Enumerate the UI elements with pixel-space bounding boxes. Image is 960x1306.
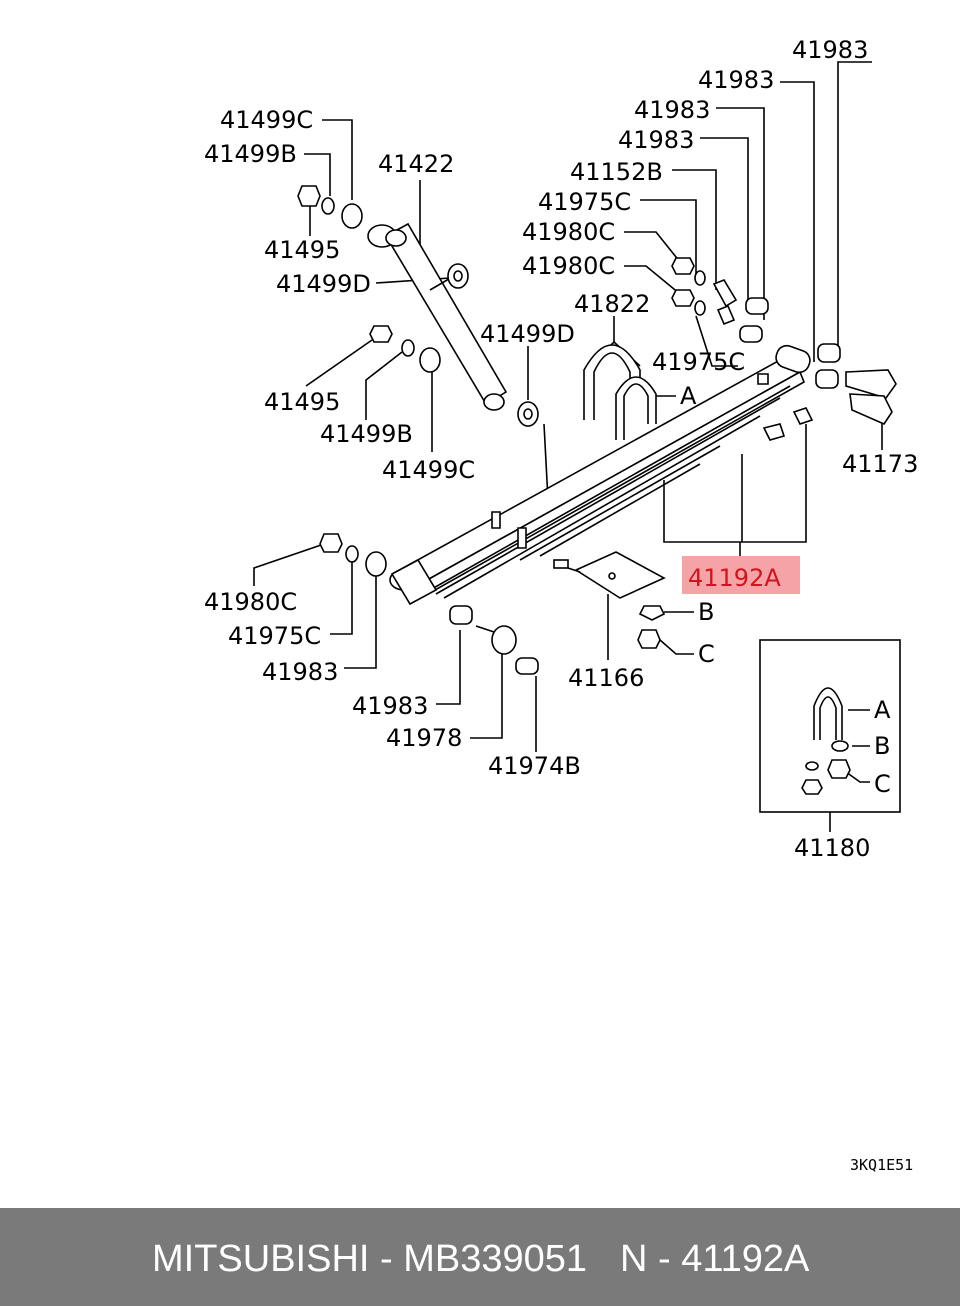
label-41499B[interactable]: 41499B [204,140,297,168]
label-B[interactable]: B [874,732,890,760]
label-41983[interactable]: 41983 [618,126,694,154]
footer-bar: MITSUBISHI - MB339051 N - 41192A [0,1208,960,1306]
shock-absorber [367,222,508,411]
label-41983[interactable]: 41983 [698,66,774,94]
label-41192A[interactable]: 41192A [688,564,781,592]
front-spring-eye [389,558,438,606]
label-41983[interactable]: 41983 [792,36,868,64]
exploded-parts-diagram: 41983 41983 41983 41983 41152B 41975C 41… [204,36,918,1174]
label-41983[interactable]: 41983 [352,692,428,720]
label-41978[interactable]: 41978 [386,724,462,752]
label-C[interactable]: C [698,640,715,668]
label-41499C[interactable]: 41499C [220,106,313,134]
label-41499D[interactable]: 41499D [480,320,575,348]
label-41495[interactable]: 41495 [264,388,340,416]
ubolt-kit-box [759,639,901,813]
label-41499C[interactable]: 41499C [382,456,475,484]
label-41975C[interactable]: 41975C [652,348,745,376]
u-bolts [583,344,657,440]
rear-spring-eye [775,344,811,374]
label-41983[interactable]: 41983 [262,658,338,686]
label-41980C[interactable]: 41980C [522,218,615,246]
drawing-code: 3KQ1E51 [850,1156,913,1174]
leaf-spring [394,359,806,599]
label-41975C[interactable]: 41975C [538,188,631,216]
label-B[interactable]: B [698,598,714,626]
spring-seat [553,551,666,599]
label-41166[interactable]: 41166 [568,664,644,692]
label-41983[interactable]: 41983 [634,96,710,124]
footer-reference: N - 41192A [620,1238,810,1280]
bc-nuts [637,605,666,649]
label-41499D[interactable]: 41499D [276,270,371,298]
label-41422[interactable]: 41422 [378,150,454,178]
part-labels: 41983 41983 41983 41983 41152B 41975C 41… [204,36,918,862]
label-41980C[interactable]: 41980C [204,588,297,616]
shock-bushings [297,185,539,427]
highlight-41192A [682,556,800,594]
label-41822[interactable]: 41822 [574,290,650,318]
label-41173[interactable]: 41173 [842,450,918,478]
label-41499B[interactable]: 41499B [320,420,413,448]
label-41975C[interactable]: 41975C [228,622,321,650]
label-41152B[interactable]: 41152B [570,158,663,186]
label-41495[interactable]: 41495 [264,236,340,264]
front-bushing-set [319,533,539,675]
label-41980C[interactable]: 41980C [522,252,615,280]
footer-brand-part-number: MITSUBISHI - MB339051 [152,1238,588,1280]
shackle-parts [671,257,897,441]
label-41974B[interactable]: 41974B [488,752,581,780]
label-A[interactable]: A [680,382,697,410]
label-41180[interactable]: 41180 [794,834,870,862]
label-C[interactable]: C [874,770,891,798]
label-A[interactable]: A [874,696,891,724]
